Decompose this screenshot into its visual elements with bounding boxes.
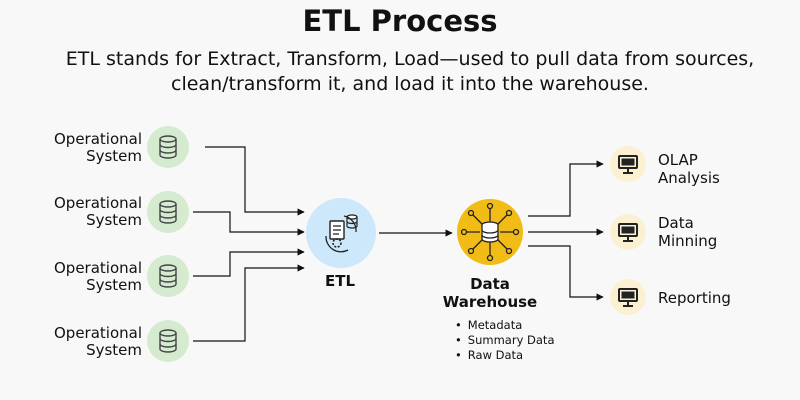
- output-connectors: [528, 160, 604, 301]
- source-connectors: [193, 146, 305, 342]
- etl-process-icon: [325, 214, 358, 253]
- source-label-1: Operational System: [2, 131, 142, 165]
- source-label-4: Operational System: [2, 325, 142, 359]
- source-node-1: [147, 126, 189, 168]
- list-item: Raw Data: [455, 348, 555, 363]
- connector-source-1: [205, 146, 305, 216]
- data-hub-icon: [460, 202, 520, 262]
- output-label-3: Reporting: [658, 289, 731, 307]
- warehouse-label-line1: Data: [470, 275, 510, 293]
- output-label-1: OLAP Analysis: [658, 151, 720, 187]
- source-node-4: [147, 320, 189, 362]
- page-title: ETL Process: [302, 4, 498, 38]
- output-label-2: Data Minning: [658, 214, 717, 250]
- etl-label: ETL: [324, 272, 356, 290]
- output-label-line1: Data: [658, 214, 694, 232]
- source-label-3: Operational System: [2, 260, 142, 294]
- connector-source-4: [193, 264, 305, 342]
- connector-source-3: [193, 248, 305, 277]
- connector-source-2: [193, 211, 305, 236]
- source-label-line1: Operational: [53, 324, 142, 342]
- warehouse-contents-list: Metadata Summary Data Raw Data: [455, 318, 555, 363]
- list-item: Summary Data: [455, 333, 555, 348]
- output-label-line2: Analysis: [658, 169, 720, 187]
- warehouse-label-line2: Warehouse: [442, 293, 538, 311]
- connector-output-3: [528, 245, 604, 301]
- warehouse-label: Data Warehouse: [420, 275, 560, 311]
- source-label-2: Operational System: [2, 195, 142, 229]
- output-node-2: [610, 214, 646, 250]
- source-label-line2: System: [86, 276, 142, 294]
- output-node-1: [610, 146, 646, 182]
- page-subtitle: ETL stands for Extract, Transform, Load—…: [65, 48, 755, 95]
- etl-node: [306, 198, 376, 268]
- source-label-line2: System: [86, 211, 142, 229]
- output-label-line2: Minning: [658, 232, 718, 250]
- source-label-line2: System: [86, 147, 142, 165]
- list-item: Metadata: [455, 318, 555, 333]
- source-label-line1: Operational: [53, 259, 142, 277]
- output-label-line1: Reporting: [658, 289, 731, 307]
- source-node-3: [147, 255, 189, 297]
- source-label-line2: System: [86, 341, 142, 359]
- warehouse-node: [457, 199, 523, 265]
- source-label-line1: Operational: [53, 194, 142, 212]
- source-label-line1: Operational: [53, 130, 142, 148]
- connector-output-1: [528, 160, 604, 217]
- source-node-2: [147, 191, 189, 233]
- output-label-line1: OLAP: [658, 151, 698, 169]
- output-node-3: [610, 279, 646, 315]
